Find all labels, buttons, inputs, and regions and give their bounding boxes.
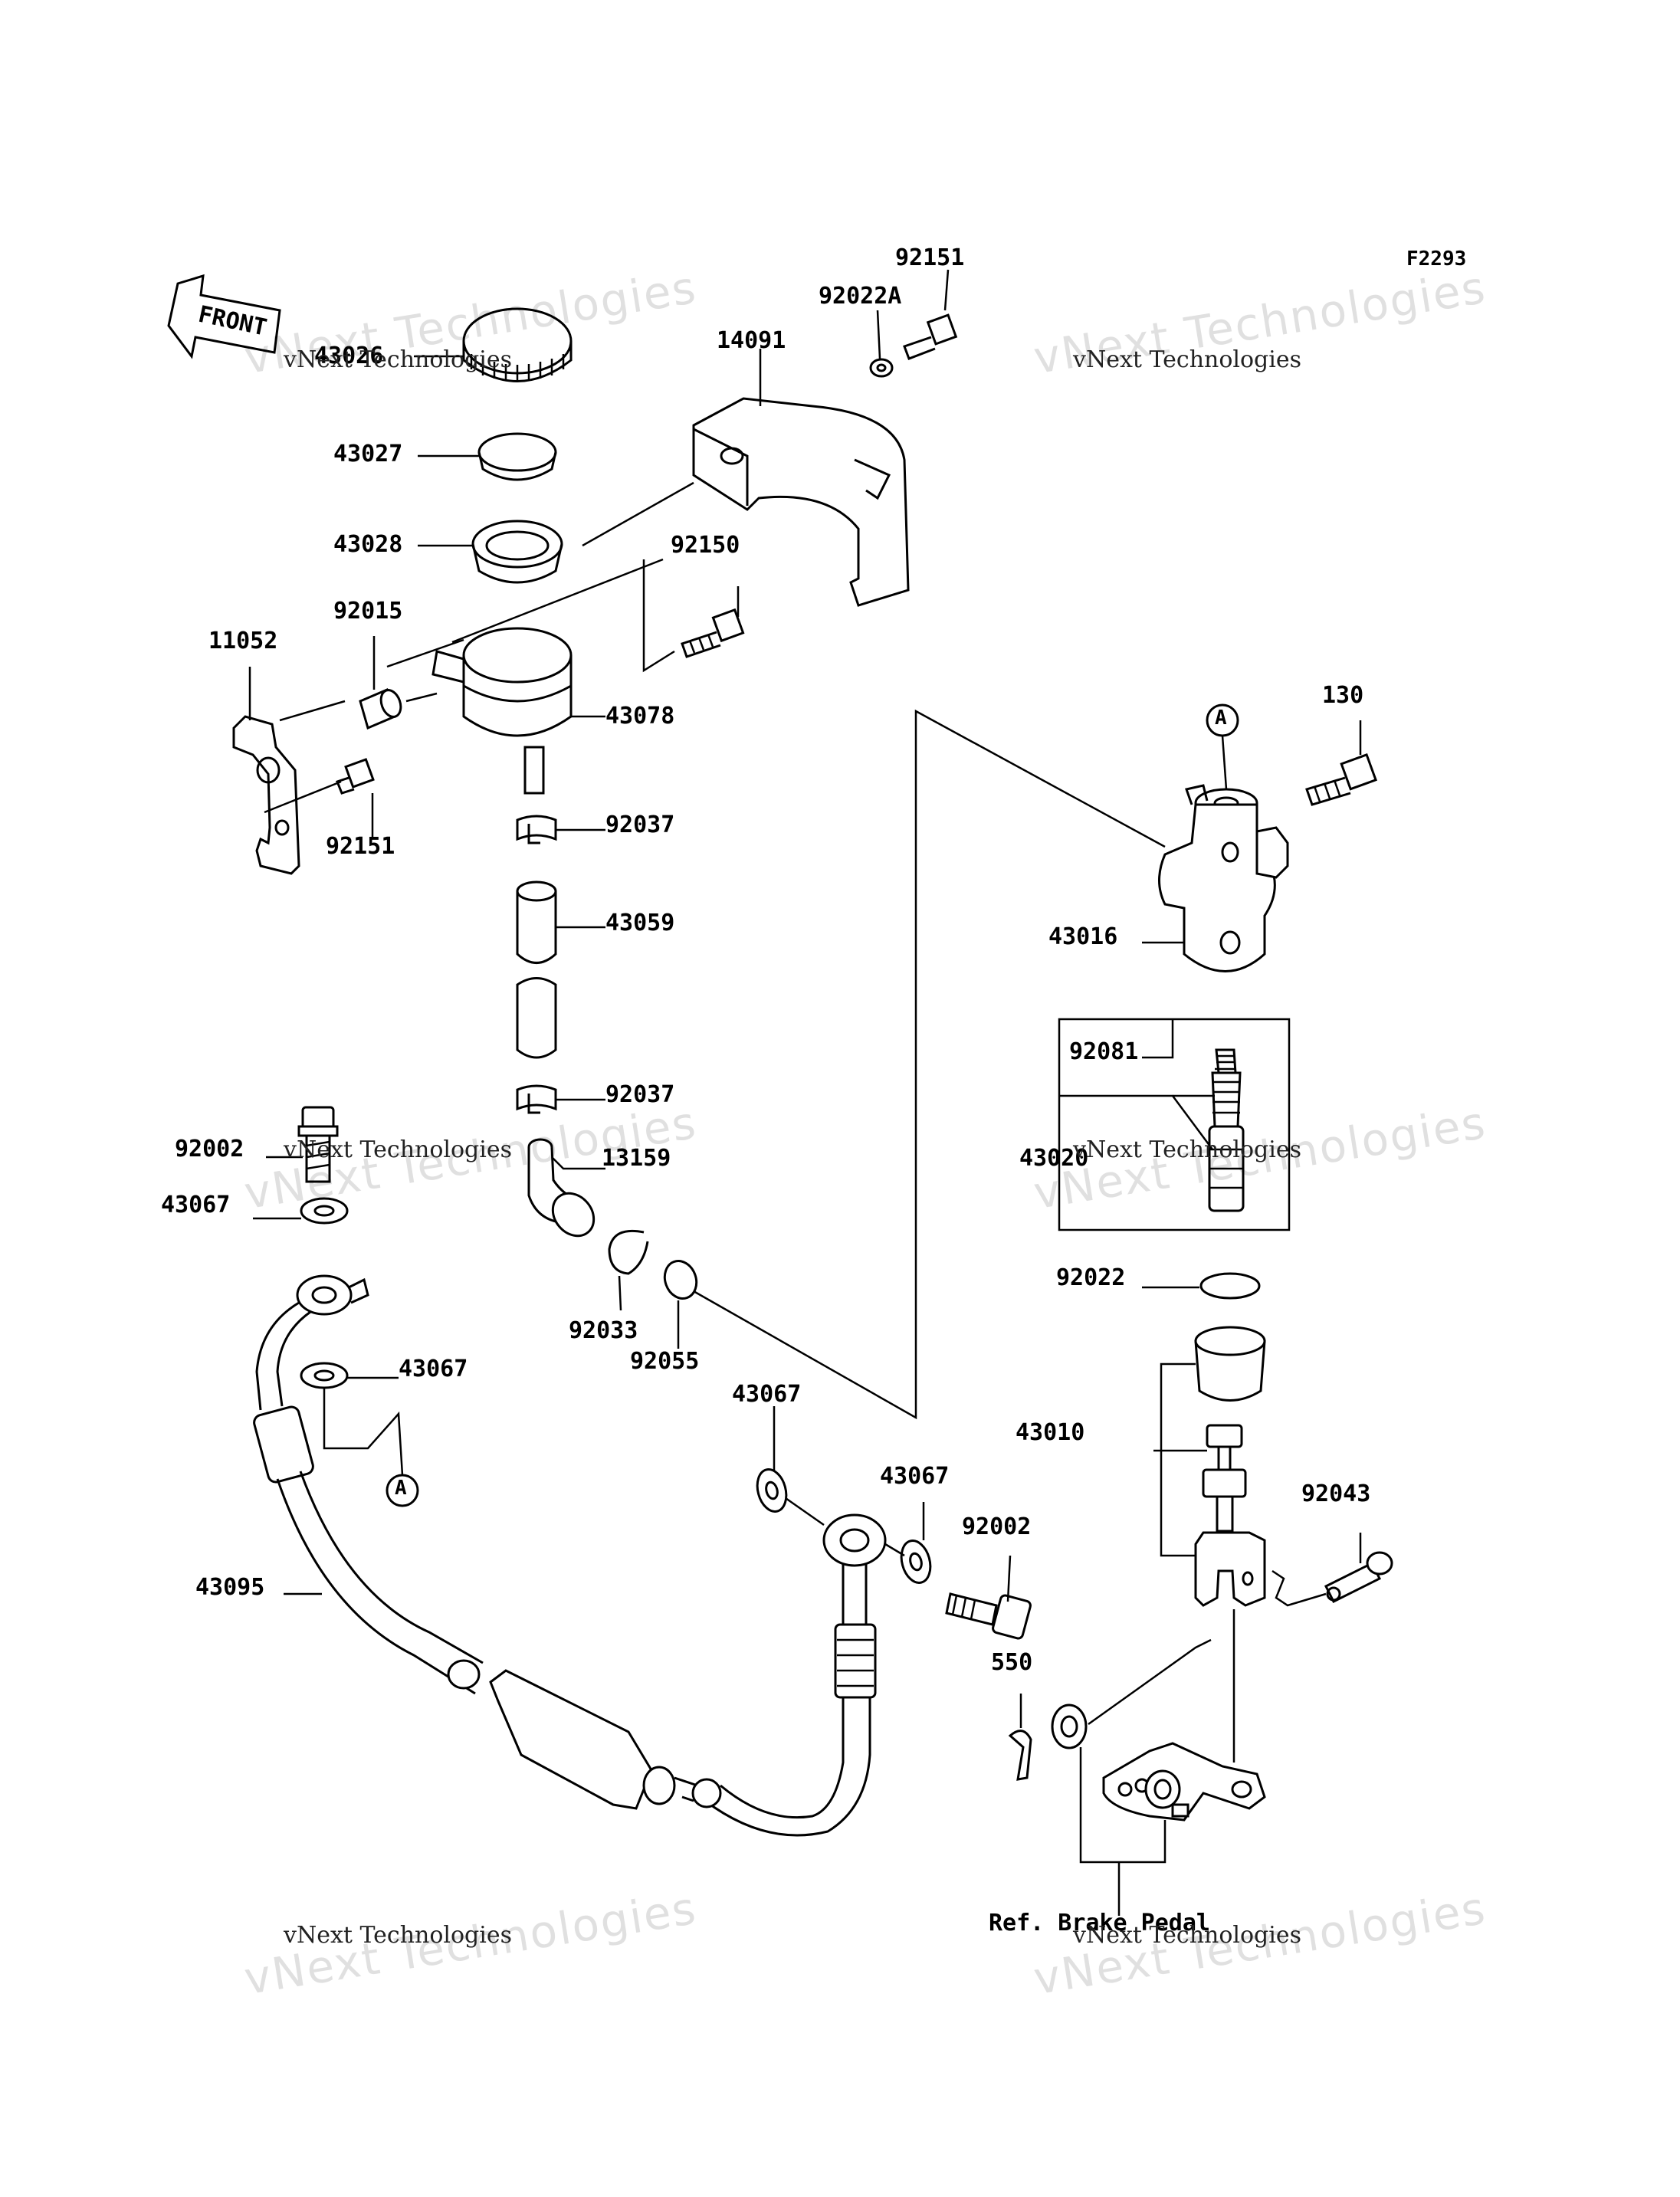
- bolt-icon: [903, 313, 958, 360]
- push-rod-icon: [1194, 1326, 1266, 1607]
- bracket-icon: [232, 715, 300, 875]
- washer-icon: [300, 1362, 349, 1389]
- part-label-92002-left: 92002: [175, 1136, 244, 1162]
- part-label-92055: 92055: [630, 1348, 700, 1375]
- clevis-pin-icon: [1324, 1551, 1393, 1604]
- brake-pedal-ref-icon: [1051, 1703, 1266, 1822]
- hose-clamp-icon: [516, 1084, 557, 1114]
- callout-a-upper: A: [1215, 707, 1227, 730]
- part-label-92022A: 92022A: [819, 283, 902, 310]
- bolt-icon: [336, 758, 375, 795]
- circlip-icon: [1199, 1272, 1261, 1300]
- reservoir-cover-icon: [692, 397, 910, 607]
- part-label-92037-lower: 92037: [605, 1081, 675, 1108]
- part-label-43026: 43026: [314, 343, 384, 369]
- ref-brake-pedal-label: Ref. Brake Pedal: [989, 1910, 1210, 1936]
- part-label-130: 130: [1322, 682, 1364, 709]
- part-label-43067-lower-b: 43067: [880, 1463, 950, 1490]
- cotter-pin-icon: [1008, 1730, 1032, 1781]
- part-label-43027: 43027: [333, 441, 403, 467]
- part-label-43095: 43095: [195, 1574, 265, 1601]
- part-label-92015: 92015: [333, 598, 403, 625]
- piston-assembly-icon: [1058, 1018, 1291, 1231]
- part-label-92043: 92043: [1301, 1481, 1371, 1507]
- part-label-43067-lower-a: 43067: [732, 1381, 802, 1408]
- part-label-92037-upper: 92037: [605, 812, 675, 838]
- brake-hose-icon: [253, 1274, 887, 1837]
- part-label-43020: 43020: [1019, 1145, 1089, 1172]
- front-arrow-icon: FRONT: [167, 274, 281, 359]
- washer-icon: [756, 1468, 788, 1513]
- banjo-bolt-icon: [945, 1592, 1032, 1640]
- part-label-550: 550: [991, 1649, 1033, 1676]
- part-label-13159: 13159: [602, 1145, 671, 1172]
- part-label-43067-mid: 43067: [399, 1356, 468, 1382]
- part-label-92022: 92022: [1056, 1264, 1126, 1291]
- washer-icon: [300, 1197, 349, 1225]
- callout-a-lower: A: [395, 1477, 407, 1500]
- part-label-92081: 92081: [1069, 1038, 1139, 1065]
- banjo-bolt-icon: [297, 1106, 339, 1183]
- master-cylinder-icon: [1158, 784, 1289, 972]
- part-label-92002-right: 92002: [962, 1513, 1032, 1540]
- leader-lines: [248, 269, 1362, 1916]
- hose-clamp-icon: [516, 815, 557, 844]
- figure-code: F2293: [1406, 248, 1467, 271]
- circlip-icon: [608, 1229, 649, 1275]
- bolt-icon: [1305, 753, 1377, 806]
- diaphragm-icon: [471, 520, 563, 584]
- collar-icon: [359, 687, 402, 730]
- hose-fitting-icon: [527, 1138, 596, 1238]
- part-label-92151-top: 92151: [895, 244, 965, 271]
- part-label-43010: 43010: [1016, 1419, 1085, 1446]
- part-label-92150: 92150: [671, 532, 740, 559]
- part-label-43016: 43016: [1048, 923, 1118, 950]
- part-label-43059: 43059: [605, 910, 675, 936]
- part-label-92151-bracket: 92151: [326, 833, 395, 860]
- part-label-92033: 92033: [569, 1317, 638, 1344]
- o-ring-icon: [663, 1260, 698, 1300]
- hose-icon: [516, 880, 557, 1059]
- part-label-43067-upper: 43067: [161, 1192, 231, 1218]
- part-label-14091: 14091: [717, 327, 786, 354]
- part-label-43028: 43028: [333, 531, 403, 558]
- part-label-11052: 11052: [208, 628, 278, 654]
- diaphragm-plate-icon: [477, 432, 557, 481]
- bolt-icon: [681, 608, 745, 658]
- washer-icon: [869, 358, 894, 378]
- reservoir-icon: [431, 627, 573, 795]
- part-label-43078: 43078: [605, 703, 675, 730]
- washer-icon: [900, 1540, 932, 1584]
- reservoir-cap-icon: [462, 307, 573, 382]
